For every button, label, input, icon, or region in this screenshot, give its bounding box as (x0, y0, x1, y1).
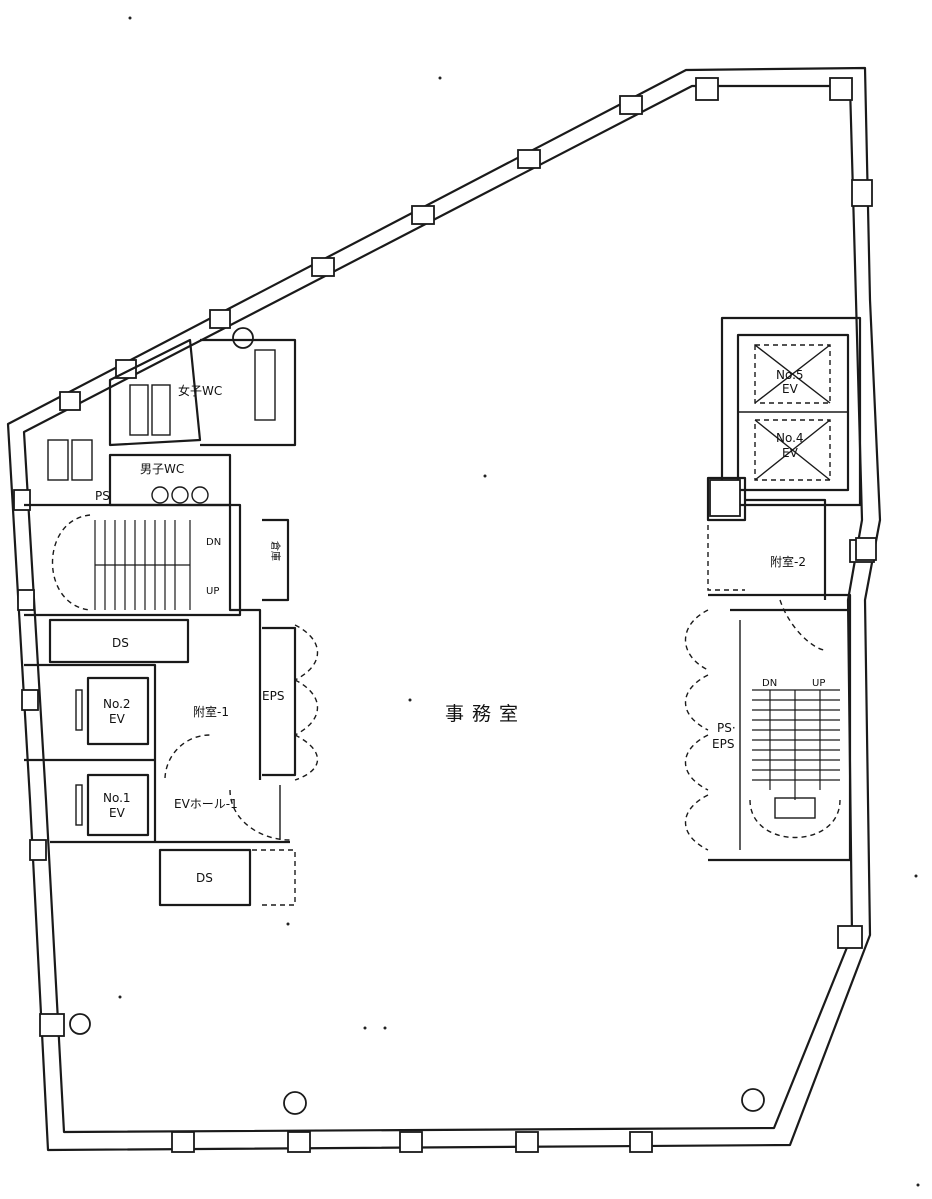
stair-up-left-label: UP (206, 586, 219, 597)
ev4-ev-label: EV (782, 446, 799, 460)
eps-left-label: EPS (262, 689, 284, 703)
ps-eps-label-line1: PS· (717, 721, 736, 735)
ev5-number-label: No.5 (776, 368, 804, 382)
left-door-swings (164, 624, 319, 906)
ev-hall-1-label: EVホール-1 (174, 797, 238, 811)
right-door-swings (684, 525, 826, 851)
ps-label: PS (95, 489, 110, 503)
right-elevator-shafts (754, 344, 831, 481)
left-stair (51, 514, 191, 611)
round-columns (69, 327, 765, 1115)
left-core-walls (24, 338, 297, 907)
ev5-ev-label: EV (782, 382, 799, 396)
right-stair (749, 689, 841, 839)
stair-dn-right-label: DN (762, 678, 777, 689)
right-core-walls (706, 316, 862, 862)
ds-upper-label: DS (112, 636, 129, 650)
womens-wc-label: 女子WC (178, 383, 222, 398)
ev1-number-label: No.1 (103, 791, 131, 805)
ev4-number-label: No.4 (776, 431, 804, 445)
ev1-ev-label: EV (109, 806, 126, 820)
ds-lower-label: DS (196, 871, 213, 885)
noise-dots (118, 16, 920, 1187)
office-label: 事務室 (445, 703, 526, 725)
lobby-2-label: 附室-2 (770, 554, 806, 569)
stair-up-right-label: UP (812, 678, 825, 689)
perimeter-columns (13, 77, 875, 1153)
pillar-box-right (709, 479, 741, 517)
small-column-right (855, 537, 877, 561)
stair-dn-left-label: DN (206, 537, 221, 548)
wc-fixtures (47, 349, 276, 504)
ev2-ev-label: EV (109, 712, 126, 726)
storage-label: 倉庫 (269, 541, 282, 561)
ps-eps-label-line2: EPS (712, 737, 734, 751)
ev2-number-label: No.2 (103, 697, 131, 711)
left-elevators (75, 676, 150, 837)
lobby-1-label: 附室-1 (193, 704, 229, 719)
mens-wc-label: 男子WC (140, 462, 184, 476)
